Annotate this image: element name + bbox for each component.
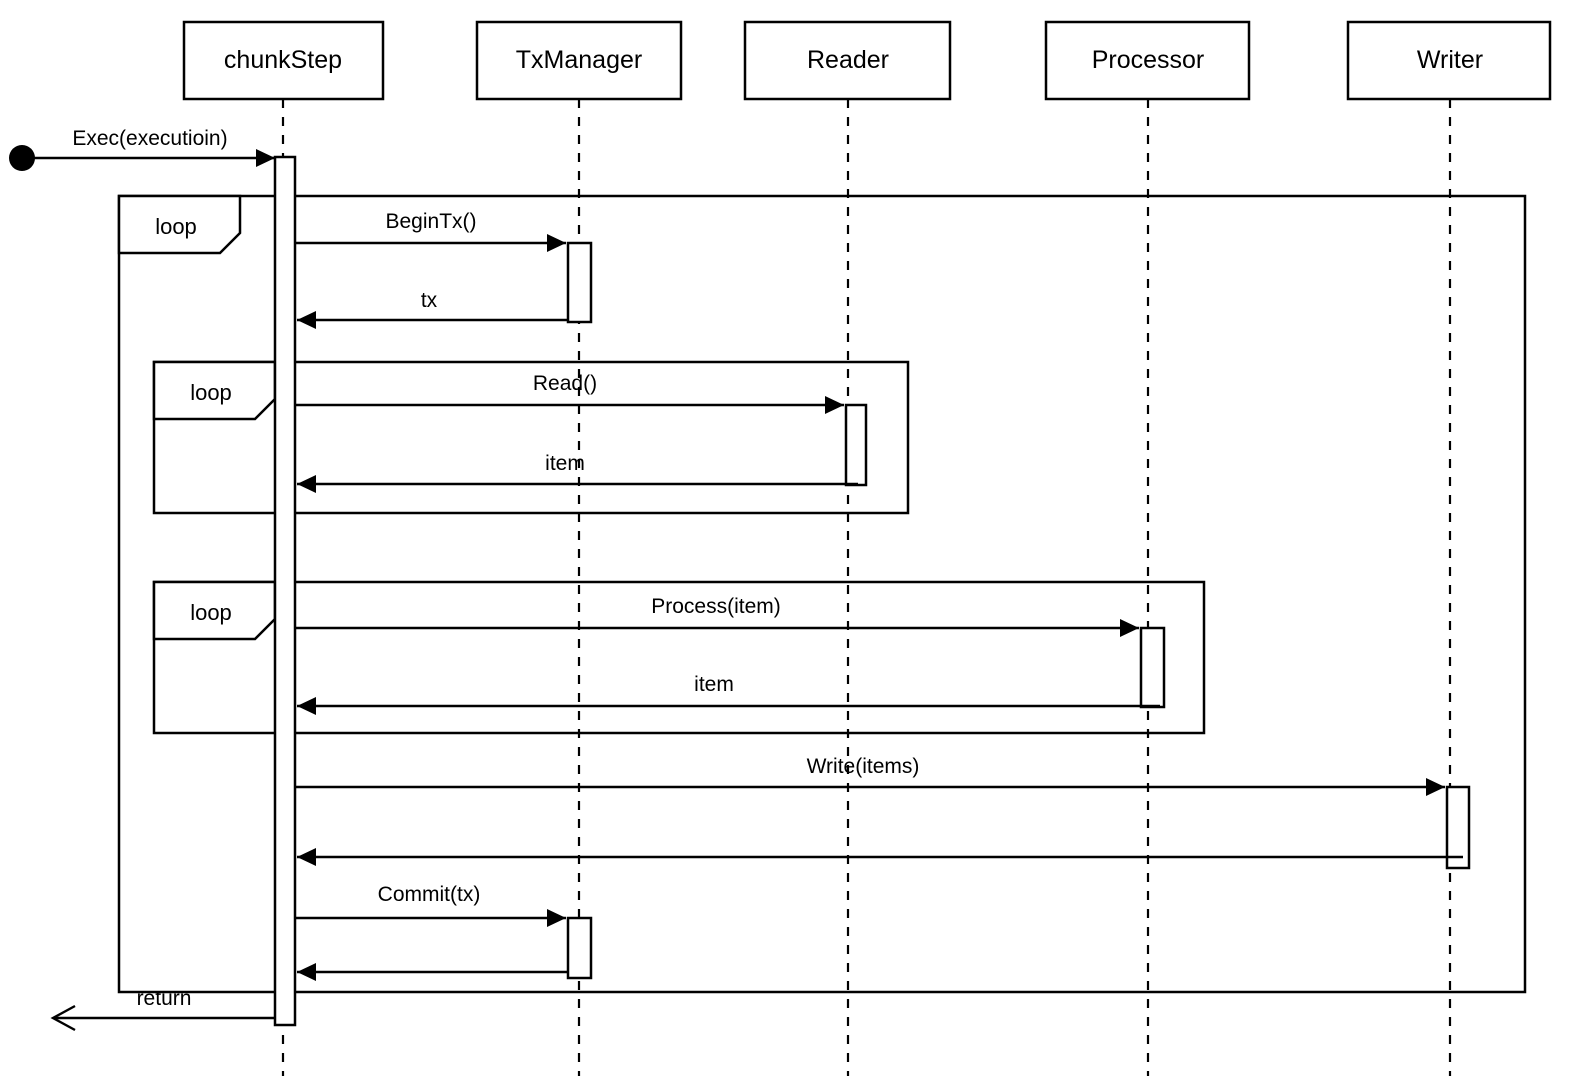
return-message: return bbox=[50, 987, 275, 1032]
fragment-tag-label-outer-loop: loop bbox=[155, 214, 197, 239]
msg-write-label: Write(items) bbox=[807, 755, 920, 778]
fragment-tag-process-loop bbox=[152, 580, 277, 641]
found-message-label: Exec(executioin) bbox=[72, 127, 227, 150]
msg-read: Read() bbox=[295, 372, 844, 414]
participant-label-writer: Writer bbox=[1417, 46, 1483, 74]
messages-layer: BeginTx()txRead()itemProcess(item)itemWr… bbox=[295, 210, 1463, 981]
arrowhead bbox=[547, 234, 566, 252]
fragment-tag-label-read-loop: loop bbox=[190, 380, 232, 405]
act-writer bbox=[1445, 785, 1471, 870]
participant-box-processor[interactable] bbox=[1044, 20, 1251, 101]
arrowhead bbox=[1426, 778, 1445, 796]
msg-item-p-label: item bbox=[694, 673, 734, 696]
msg-begintx: BeginTx() bbox=[295, 210, 566, 252]
participant-processor[interactable]: Processor bbox=[1044, 20, 1251, 101]
msg-process-label: Process(item) bbox=[651, 595, 781, 618]
participant-box-writer[interactable] bbox=[1346, 20, 1552, 101]
arrowhead bbox=[1120, 619, 1139, 637]
fragment-outer-loop: loop bbox=[117, 194, 1527, 994]
act-txbegin bbox=[566, 241, 593, 324]
act-processor bbox=[1139, 626, 1166, 709]
participant-txmanager[interactable]: TxManager bbox=[475, 20, 683, 101]
msg-tx: tx bbox=[297, 289, 568, 329]
participant-box-txmanager[interactable] bbox=[475, 20, 683, 101]
msg-item-r-label: item bbox=[545, 452, 585, 475]
fragment-border-process-loop bbox=[152, 580, 1206, 735]
participants-layer: chunkStep TxManager Reader Processor Writer bbox=[182, 20, 1552, 101]
msg-item-r: item bbox=[297, 452, 858, 493]
act-chunkstep bbox=[273, 155, 297, 1027]
fragment-border-read-loop bbox=[152, 360, 910, 515]
fragment-tag-outer-loop bbox=[117, 194, 242, 255]
fragment-tag-read-loop bbox=[152, 360, 277, 421]
fragment-process-loop: loop bbox=[152, 580, 1206, 735]
msg-process: Process(item) bbox=[295, 595, 1139, 637]
found-message: Exec(executioin) bbox=[9, 127, 275, 171]
lifelines-layer bbox=[281, 99, 1452, 1076]
participant-label-txmanager: TxManager bbox=[516, 46, 642, 74]
arrowhead bbox=[297, 311, 316, 329]
activations-layer bbox=[273, 155, 1471, 1027]
fragment-read-loop: loop bbox=[152, 360, 910, 515]
endpoints-layer: Exec(executioin) return bbox=[9, 127, 275, 1032]
msg-write-ret bbox=[297, 848, 1463, 866]
arrowhead bbox=[297, 697, 316, 715]
msg-write: Write(items) bbox=[295, 755, 1445, 796]
arrowhead bbox=[825, 396, 844, 414]
msg-begintx-label: BeginTx() bbox=[385, 210, 476, 233]
arrowhead bbox=[297, 475, 316, 493]
msg-commit-label: Commit(tx) bbox=[378, 883, 481, 906]
msg-tx-label: tx bbox=[421, 289, 438, 312]
participant-writer[interactable]: Writer bbox=[1346, 20, 1552, 101]
arrowhead-open bbox=[50, 1004, 76, 1032]
arrowhead bbox=[297, 848, 316, 866]
arrowhead bbox=[256, 149, 275, 167]
participant-box-reader[interactable] bbox=[743, 20, 952, 101]
act-txcommit bbox=[566, 916, 593, 980]
act-reader bbox=[844, 403, 868, 487]
participant-reader[interactable]: Reader bbox=[743, 20, 952, 101]
participant-label-processor: Processor bbox=[1092, 46, 1205, 74]
msg-item-p: item bbox=[297, 673, 1160, 715]
participant-chunkStep[interactable]: chunkStep bbox=[182, 20, 385, 101]
fragment-tag-label-process-loop: loop bbox=[190, 600, 232, 625]
arrowhead bbox=[547, 909, 566, 927]
participant-label-reader: Reader bbox=[807, 46, 889, 74]
fragments-layer: loop loop loop bbox=[117, 194, 1527, 994]
fragment-border-outer-loop bbox=[117, 194, 1527, 994]
arrowhead bbox=[297, 963, 316, 981]
msg-commit: Commit(tx) bbox=[295, 883, 566, 927]
participant-box-chunkStep[interactable] bbox=[182, 20, 385, 101]
msg-commit-ret bbox=[297, 963, 568, 981]
msg-read-label: Read() bbox=[533, 372, 597, 395]
participant-label-chunkStep: chunkStep bbox=[224, 46, 342, 74]
return-message-label: return bbox=[137, 987, 192, 1010]
